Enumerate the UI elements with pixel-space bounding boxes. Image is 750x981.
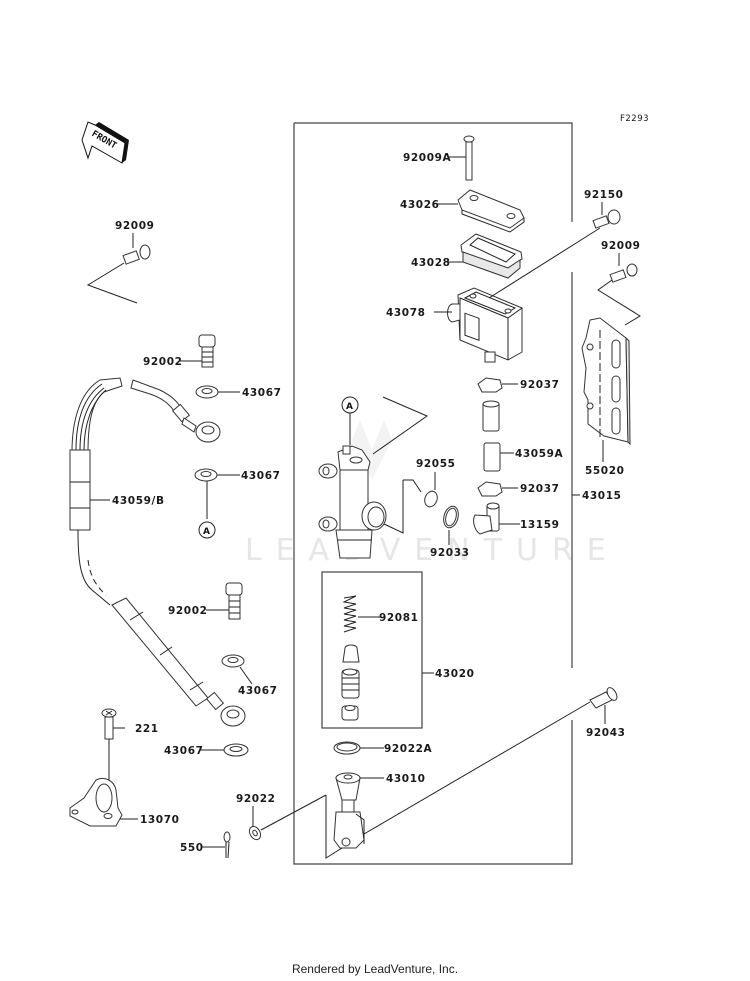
callout-13070: 13070 <box>140 814 180 826</box>
footer-credit: Rendered by LeadVenture, Inc. <box>291 962 459 976</box>
part-13070-hose-clamp[interactable] <box>69 777 138 827</box>
callout-92002-mid: 92002 <box>168 605 208 617</box>
part-43078-reservoir[interactable] <box>434 227 601 363</box>
callout-92037-a: 92037 <box>520 379 560 391</box>
callout-43078: 43078 <box>386 307 426 319</box>
part-92022-washer[interactable] <box>247 794 327 842</box>
callout-43028: 43028 <box>411 257 451 269</box>
part-43026-reservoir-cap[interactable] <box>436 189 525 233</box>
part-master-cylinder-body[interactable] <box>318 396 429 559</box>
assembly-frame-43015 <box>293 122 580 865</box>
part-43010-push-rod[interactable] <box>325 701 591 859</box>
figure-code: F2293 <box>620 114 649 124</box>
part-43020-piston-kit[interactable] <box>341 644 360 721</box>
callout-43026: 43026 <box>400 199 440 211</box>
callout-92055: 92055 <box>416 458 456 470</box>
part-550-cotter-pin[interactable] <box>202 831 231 859</box>
part-92022A-circlip[interactable] <box>333 741 384 755</box>
part-55020-guard-plate[interactable] <box>581 317 631 462</box>
callout-550: 550 <box>180 842 204 854</box>
watermark-logo <box>352 420 392 480</box>
front-arrow-icon: FRONT <box>81 121 129 164</box>
callout-221: 221 <box>135 723 159 735</box>
part-43067-washer-b[interactable] <box>194 468 240 519</box>
part-43059A-hose[interactable] <box>483 442 514 472</box>
part-92055-o-ring[interactable] <box>423 472 440 509</box>
callout-43067-b: 43067 <box>241 470 281 482</box>
callout-13159: 13159 <box>520 519 560 531</box>
callout-43059A: 43059A <box>515 448 564 460</box>
reference-marker-a-center: A <box>341 396 359 414</box>
callout-92033: 92033 <box>430 547 470 559</box>
kit-frame-43020 <box>321 571 423 729</box>
svg-text:A: A <box>203 527 210 537</box>
part-92002-banjo-bolt-top[interactable] <box>180 334 216 368</box>
callout-43020: 43020 <box>435 668 475 680</box>
part-92150-bolt[interactable] <box>592 202 621 229</box>
watermark: LEADVENTURE <box>245 533 620 568</box>
part-43067-washer-c[interactable] <box>221 654 253 685</box>
part-92009A-screw[interactable] <box>448 135 475 181</box>
part-43059A-hose-upper[interactable] <box>482 400 500 432</box>
callout-92022A: 92022A <box>384 743 433 755</box>
svg-text:A: A <box>346 402 353 412</box>
part-92043-clevis-pin[interactable] <box>589 686 619 724</box>
part-92009-bolt-left[interactable] <box>86 233 151 304</box>
part-43059B-hose-lower[interactable] <box>111 597 246 727</box>
part-92033-circlip[interactable] <box>441 505 460 545</box>
part-13159-fitting[interactable] <box>473 502 520 535</box>
part-92037-clip-a[interactable] <box>477 377 518 393</box>
part-43028-diaphragm[interactable] <box>448 233 523 279</box>
callout-55020: 55020 <box>585 465 625 477</box>
reference-marker-a-left: A <box>198 521 216 539</box>
callout-92009A: 92009A <box>403 152 452 164</box>
part-92037-clip-b[interactable] <box>477 481 518 497</box>
callout-43015: 43015 <box>582 490 622 502</box>
part-43067-washer-d[interactable] <box>200 743 249 757</box>
callout-43010: 43010 <box>386 773 426 785</box>
callout-43067-a: 43067 <box>242 387 282 399</box>
callout-92037-b: 92037 <box>520 483 560 495</box>
callout-92009-right: 92009 <box>601 240 641 252</box>
part-92081-spring[interactable] <box>342 595 380 633</box>
callout-92081: 92081 <box>379 612 419 624</box>
callout-43067-c: 43067 <box>238 685 278 697</box>
callout-43059B: 43059/B <box>112 495 165 507</box>
part-92009-bolt-right[interactable] <box>597 253 641 326</box>
part-43059B-brake-hose[interactable] <box>69 377 221 606</box>
callout-92150: 92150 <box>584 189 624 201</box>
callout-92043: 92043 <box>586 727 626 739</box>
callout-92002-top: 92002 <box>143 356 183 368</box>
callout-92009-left: 92009 <box>115 220 155 232</box>
callout-92022: 92022 <box>236 793 276 805</box>
part-92002-banjo-bolt-mid[interactable] <box>206 582 243 620</box>
part-43067-washer-a[interactable] <box>195 385 240 399</box>
callout-43067-d: 43067 <box>164 745 204 757</box>
